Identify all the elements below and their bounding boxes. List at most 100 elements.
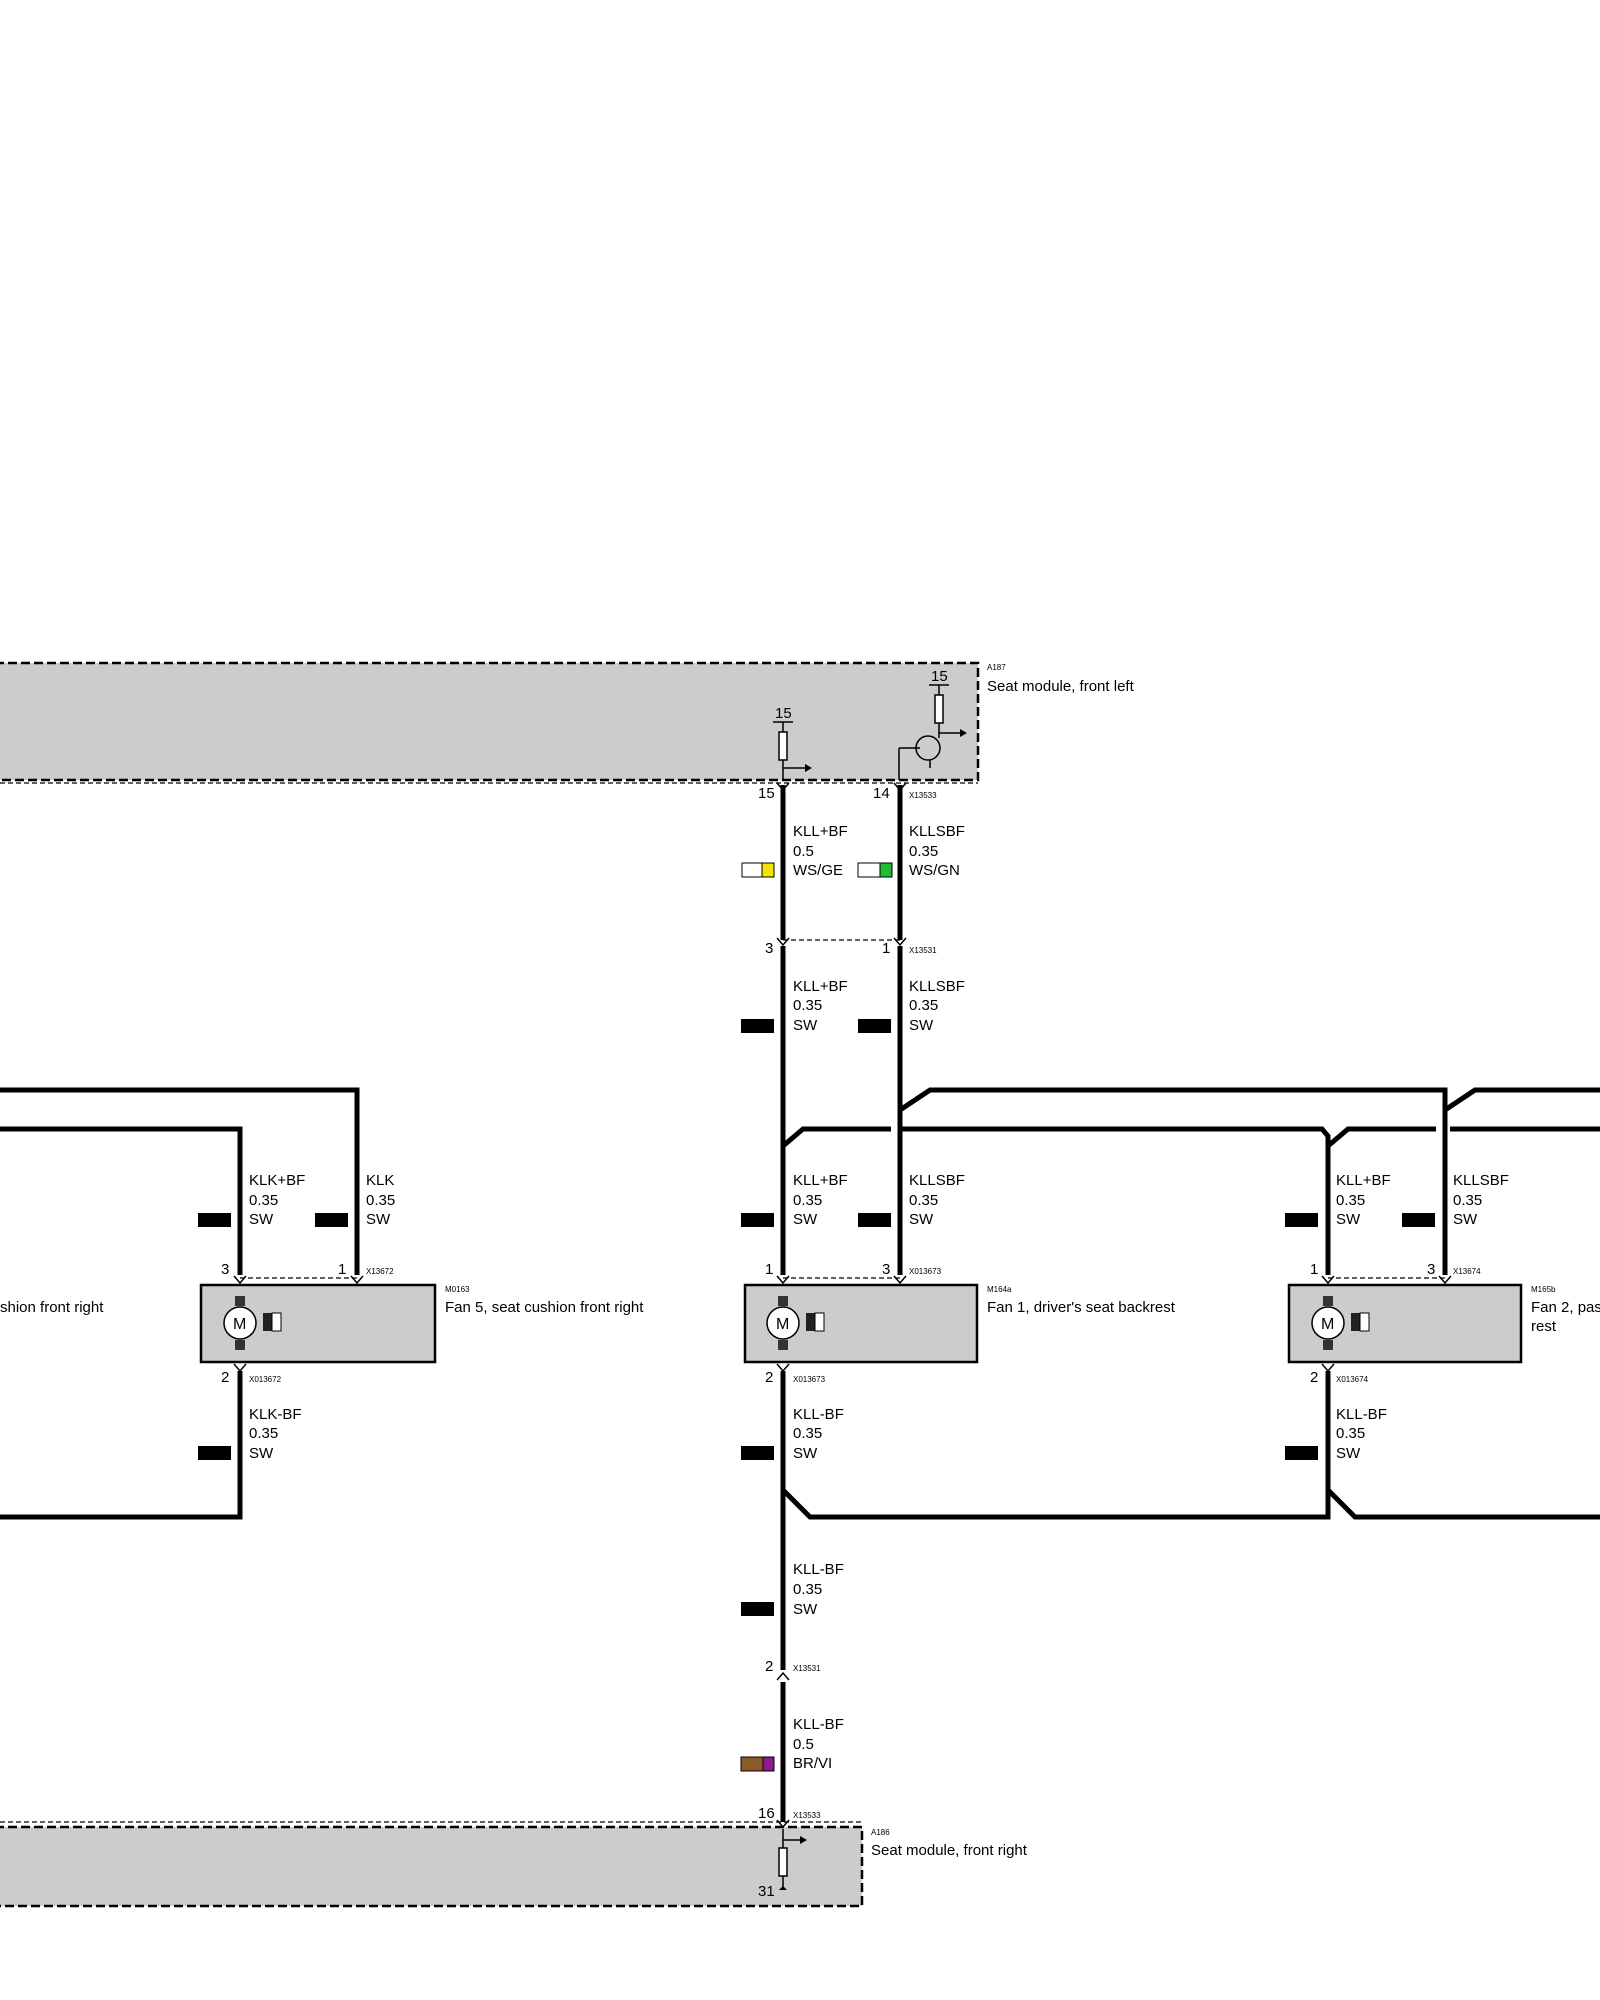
svg-text:rest: rest: [1531, 1318, 1557, 1335]
svg-text:0.35: 0.35: [793, 1425, 822, 1442]
branch-wires-upper: [0, 1087, 1600, 1275]
svg-text:2: 2: [765, 1658, 773, 1675]
svg-text:KLL-BF: KLL-BF: [793, 1561, 844, 1578]
seat-module-front-left-name: Seat module, front left: [987, 678, 1135, 695]
svg-text:KLL+BF: KLL+BF: [793, 823, 848, 840]
svg-text:SW: SW: [366, 1211, 391, 1228]
svg-text:0.35: 0.35: [909, 843, 938, 860]
wire-label-h: KLLSBF 0.35 SW: [858, 1172, 965, 1228]
pin-arrow: [893, 782, 907, 792]
svg-text:SW: SW: [793, 1017, 818, 1034]
wire-label-f: KLK 0.35 SW: [315, 1172, 395, 1228]
svg-text:X13531: X13531: [909, 946, 937, 955]
connector-x13531-lower: 2 X13531: [765, 1658, 821, 1681]
svg-text:KLLSBF: KLLSBF: [909, 823, 965, 840]
svg-text:SW: SW: [249, 1445, 274, 1462]
svg-text:X13531: X13531: [793, 1664, 821, 1673]
svg-text:KLK+BF: KLK+BF: [249, 1172, 305, 1189]
ground-resistor-symbol: [778, 1829, 807, 1890]
svg-text:0.35: 0.35: [249, 1425, 278, 1442]
svg-text:31: 31: [758, 1883, 775, 1900]
svg-text:1: 1: [338, 1261, 346, 1278]
svg-text:WS/GE: WS/GE: [793, 862, 843, 879]
svg-text:1: 1: [882, 940, 890, 957]
svg-text:X013673: X013673: [793, 1375, 826, 1384]
svg-text:0.35: 0.35: [1336, 1192, 1365, 1209]
svg-text:M164a: M164a: [987, 1285, 1012, 1294]
wire-label-k: KLK-BF 0.35 SW: [198, 1406, 302, 1462]
wire-label-o: KLL-BF 0.5 BR/VI: [740, 1716, 844, 1772]
svg-text:X13672: X13672: [366, 1267, 394, 1276]
svg-text:0.35: 0.35: [1453, 1192, 1482, 1209]
pin-15: 15: [758, 785, 775, 802]
svg-text:Seat module, front right: Seat module, front right: [871, 1842, 1028, 1859]
svg-text:SW: SW: [909, 1211, 934, 1228]
wire-label-c: KLL+BF 0.35 SW: [741, 978, 848, 1034]
svg-text:M: M: [1321, 1316, 1334, 1333]
wire-label-g: KLL+BF 0.35 SW: [741, 1172, 848, 1228]
supply-label-left: 15: [775, 705, 792, 722]
svg-text:0.5: 0.5: [793, 843, 814, 860]
svg-text:M0163: M0163: [445, 1285, 470, 1294]
svg-text:2: 2: [221, 1369, 229, 1386]
svg-text:2: 2: [765, 1369, 773, 1386]
connector-x13533-top: X13533: [909, 791, 937, 800]
svg-text:X13674: X13674: [1453, 1267, 1481, 1276]
svg-text:SW: SW: [1336, 1211, 1361, 1228]
left-fan-partial-name: shion front right: [0, 1299, 104, 1316]
pin-arrow: [776, 782, 790, 792]
svg-text:3: 3: [882, 1261, 890, 1278]
svg-text:KLK-BF: KLK-BF: [249, 1406, 302, 1423]
svg-text:BR/VI: BR/VI: [793, 1755, 832, 1772]
svg-text:Fan 1, driver's seat backrest: Fan 1, driver's seat backrest: [987, 1299, 1176, 1316]
svg-text:Fan 5, seat cushion front righ: Fan 5, seat cushion front right: [445, 1299, 644, 1316]
svg-text:KLK: KLK: [366, 1172, 394, 1189]
svg-text:KLL-BF: KLL-BF: [1336, 1406, 1387, 1423]
svg-text:0.35: 0.35: [793, 1192, 822, 1209]
seat-module-front-right-box: [0, 1825, 864, 1908]
supply-label-right: 15: [931, 668, 948, 685]
svg-text:0.35: 0.35: [909, 997, 938, 1014]
svg-text:KLLSBF: KLLSBF: [909, 1172, 965, 1189]
svg-text:WS/GN: WS/GN: [909, 862, 960, 879]
svg-text:Fan 2, pas: Fan 2, pas: [1531, 1299, 1600, 1316]
svg-text:KLL+BF: KLL+BF: [793, 1172, 848, 1189]
svg-text:KLL+BF: KLL+BF: [1336, 1172, 1391, 1189]
svg-text:0.35: 0.35: [909, 1192, 938, 1209]
svg-text:16: 16: [758, 1805, 775, 1822]
branch-wires-lower: [0, 1371, 1600, 1670]
svg-text:0.35: 0.35: [793, 1581, 822, 1598]
wire-label-e: KLK+BF 0.35 SW: [198, 1172, 305, 1228]
svg-text:KLL-BF: KLL-BF: [793, 1716, 844, 1733]
svg-text:X013672: X013672: [249, 1375, 282, 1384]
svg-text:3: 3: [221, 1261, 229, 1278]
connector-x13531: 3 1 X13531: [765, 937, 937, 957]
svg-text:SW: SW: [793, 1211, 818, 1228]
fan-1-component: 1 3 X013673 M164a Fan 1, driver's seat b…: [743, 1261, 1176, 1386]
wire-label-n: KLL-BF 0.35 SW: [741, 1561, 844, 1618]
seat-module-front-left: A187 Seat module, front left 15 15 1: [0, 661, 1135, 802]
svg-text:0.35: 0.35: [366, 1192, 395, 1209]
seat-module-front-right: 16 X13533 A186 Seat module, front right …: [0, 1805, 1028, 1908]
svg-text:SW: SW: [793, 1445, 818, 1462]
wire-label-i: KLL+BF 0.35 SW: [1285, 1172, 1391, 1228]
svg-text:0.35: 0.35: [793, 997, 822, 1014]
svg-text:KLL+BF: KLL+BF: [793, 978, 848, 995]
svg-text:X013674: X013674: [1336, 1375, 1369, 1384]
wire-label-m: KLL-BF 0.35 SW: [1285, 1406, 1387, 1462]
svg-text:M165b: M165b: [1531, 1285, 1556, 1294]
svg-text:X013673: X013673: [909, 1267, 942, 1276]
seat-module-front-left-box: [0, 661, 980, 782]
fan-5-component: 3 1 X13672 M0163 Fan 5, seat cushion fro…: [199, 1261, 644, 1386]
svg-text:SW: SW: [1336, 1445, 1361, 1462]
svg-text:0.35: 0.35: [249, 1192, 278, 1209]
svg-text:2: 2: [1310, 1369, 1318, 1386]
motor-icon: M: [766, 1296, 825, 1350]
svg-text:1: 1: [765, 1261, 773, 1278]
wire-label-d: KLLSBF 0.35 SW: [858, 978, 965, 1034]
pin-14: 14: [873, 785, 890, 802]
svg-text:SW: SW: [793, 1601, 818, 1618]
seat-module-front-left-code: A187: [987, 663, 1006, 672]
svg-text:M: M: [233, 1316, 246, 1333]
svg-text:SW: SW: [249, 1211, 274, 1228]
